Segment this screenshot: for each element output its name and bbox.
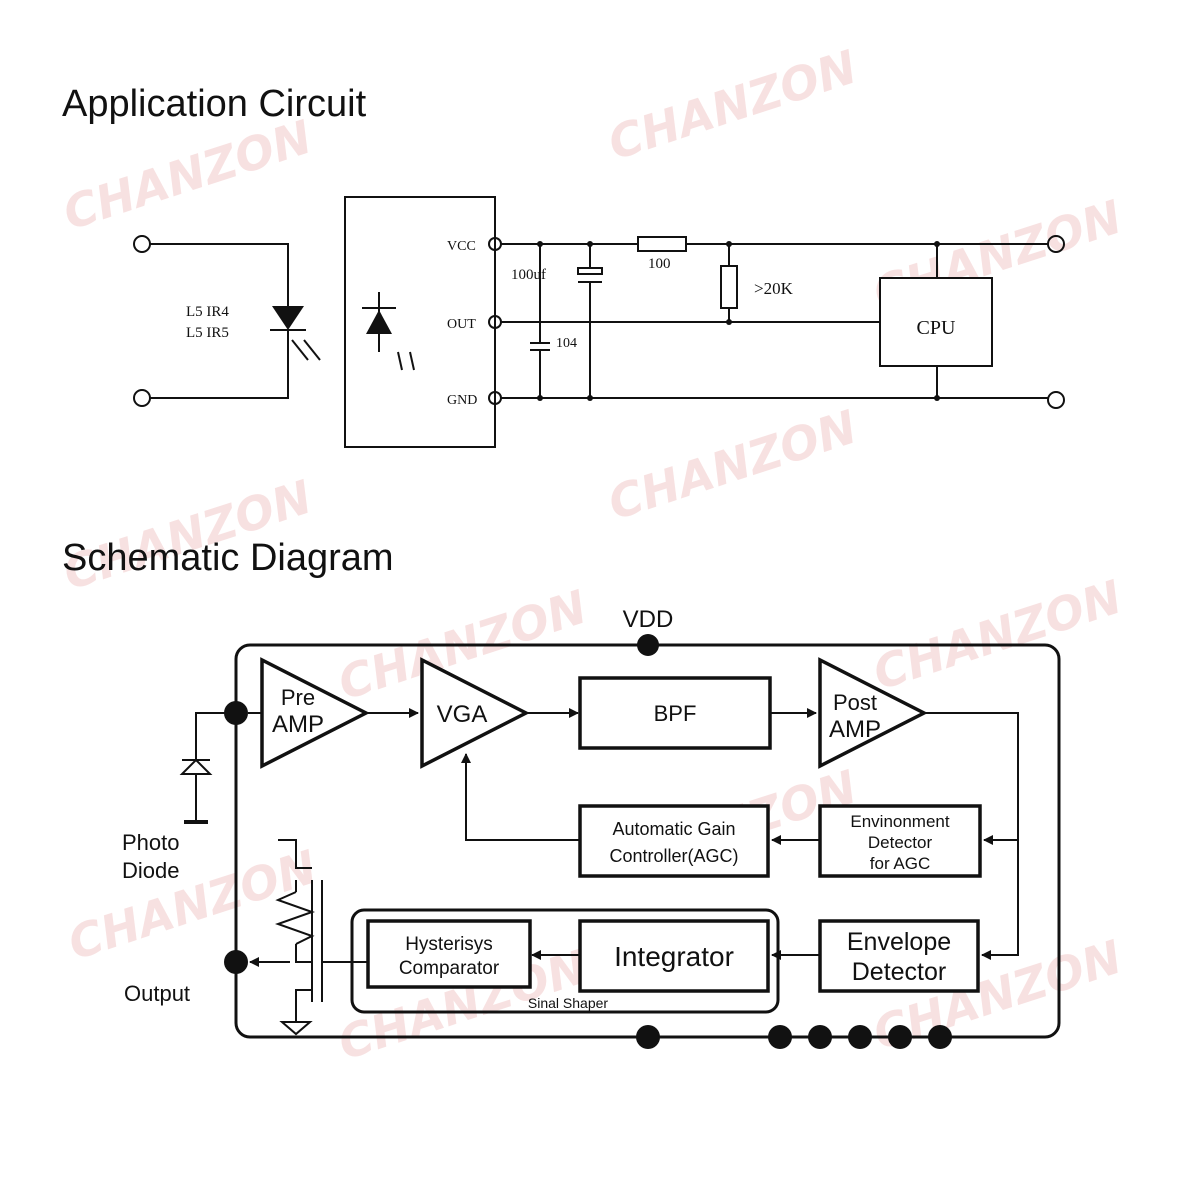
resistor-100: 100 [637, 236, 687, 272]
signal-shaper-label: Sinal Shaper [528, 995, 609, 1011]
hysteresis-label-2: Comparator [399, 958, 500, 979]
pin-dot [768, 1025, 792, 1049]
receiver-module: VCC OUT GND [344, 196, 502, 448]
terminal-top-right [1047, 235, 1065, 253]
led-label-ir4: L5 IR4 [186, 304, 229, 320]
application-circuit-heading: Application Circuit [62, 83, 367, 125]
watermark-text: CHANZON [57, 470, 318, 601]
cpu-label: CPU [917, 317, 956, 339]
bottom-pins [636, 1025, 952, 1049]
cap-100uf-label: 100uf [511, 267, 546, 283]
post-amp-label-1: Post [833, 690, 877, 715]
cap-104-label: 104 [556, 336, 577, 351]
gnd-label: GND [447, 393, 477, 408]
photo-label-2: Diode [122, 858, 179, 883]
env-detector-agc-label-1: Envinonment [850, 812, 950, 831]
integrator-block [578, 919, 770, 993]
capacitor-104: 104 [530, 244, 577, 398]
pin-dot [928, 1025, 952, 1049]
signal-shaper-group: Integrator Hysterisys Comparator Sinal S… [350, 908, 780, 1014]
pin-dot [888, 1025, 912, 1049]
watermark-text: CHANZON [62, 840, 323, 971]
resistor-pullup-label: >20K [754, 279, 794, 298]
envelope-label-1: Envelope [847, 928, 951, 956]
env-detector-agc-label-2: Detector [868, 833, 933, 852]
capacitor-100uf: 100uf [511, 244, 603, 398]
pre-amp-block: Pre AMP [260, 657, 370, 769]
terminal-top-left [133, 235, 151, 253]
watermark-text: CHANZON [867, 570, 1128, 701]
envelope-label-2: Detector [852, 958, 946, 986]
out-label: OUT [447, 317, 476, 332]
envelope-detector-block: Envelope Detector [818, 919, 980, 993]
vdd-pin [637, 634, 659, 656]
vdd-label: VDD [623, 606, 674, 633]
pin-dot [808, 1025, 832, 1049]
terminal-bottom-left [133, 389, 151, 407]
terminal-bottom-right [1047, 391, 1065, 409]
pre-amp-label-1: Pre [281, 685, 315, 710]
cpu-block: CPU [879, 244, 993, 398]
agc-label-1: Automatic Gain [612, 819, 735, 839]
ground-symbol [279, 1021, 313, 1036]
gnd-pin [636, 1025, 660, 1049]
post-amp-block: Post AMP [818, 657, 928, 769]
resistor-pullup: >20K [720, 244, 794, 322]
schematic-diagram: VDD Photo Diode Pre AMP VGA [122, 606, 1061, 1049]
hysteresis-label-1: Hysterisys [405, 934, 493, 955]
resistor-100-label: 100 [648, 256, 671, 272]
ir-led-symbol [272, 306, 304, 330]
pin-dot [848, 1025, 872, 1049]
output-pin [224, 950, 248, 974]
bpf-label: BPF [654, 701, 697, 726]
vga-block: VGA [420, 657, 530, 769]
env-detector-agc-block: Envinonment Detector for AGC [818, 804, 982, 878]
photo-label-1: Photo [122, 830, 180, 855]
post-amp-label-2: AMP [829, 716, 881, 743]
watermark-text: CHANZON [602, 40, 863, 171]
hysteresis-comparator-block [366, 919, 532, 989]
ir-led-section: L5 IR4 L5 IR5 [133, 235, 321, 407]
output-stage: Output [124, 839, 368, 1036]
watermark-text: CHANZON [57, 110, 318, 241]
schematic-diagram-heading: Schematic Diagram [62, 537, 394, 579]
bpf-block: BPF [578, 676, 772, 750]
vcc-label: VCC [447, 239, 476, 254]
output-label: Output [124, 981, 190, 1006]
led-label-ir5: L5 IR5 [186, 325, 229, 341]
agc-block: Automatic Gain Controller(AGC) [578, 804, 770, 878]
vga-label: VGA [437, 701, 488, 728]
pre-amp-label-2: AMP [272, 711, 324, 738]
env-detector-agc-label-3: for AGC [870, 854, 930, 873]
photo-diode: Photo Diode [122, 701, 248, 883]
application-circuit: L5 IR4 L5 IR5 VCC OUT GND [133, 196, 1065, 448]
agc-label-2: Controller(AGC) [609, 846, 738, 866]
watermark-text: CHANZON [602, 400, 863, 531]
integrator-label: Integrator [614, 941, 734, 972]
pullup-resistor-symbol [274, 891, 316, 945]
